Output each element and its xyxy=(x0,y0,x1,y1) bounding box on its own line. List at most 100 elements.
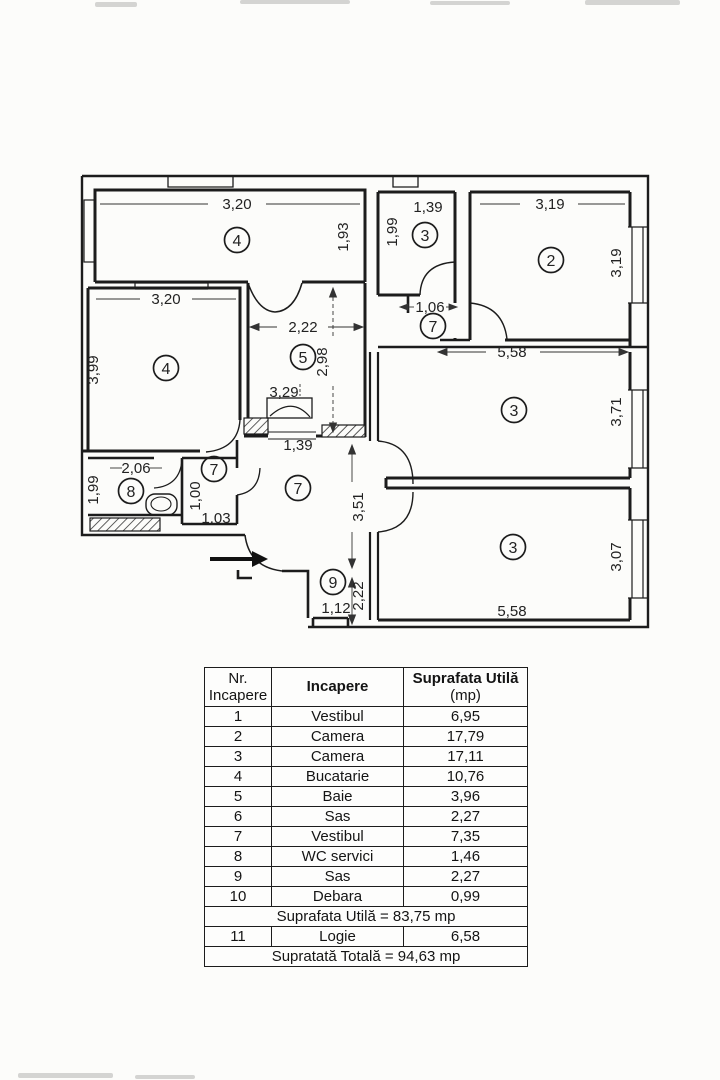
toilet-fixture xyxy=(145,493,178,516)
room-number: 2 xyxy=(547,253,556,270)
shaft-hatch-left xyxy=(243,417,269,435)
cell-name: Sas xyxy=(271,806,404,827)
baie-threshold xyxy=(268,431,316,440)
dim-label: 3,07 xyxy=(608,542,625,571)
cell-area: 6,95 xyxy=(403,706,528,727)
cell-area: 1,46 xyxy=(403,846,528,867)
room-number: 7 xyxy=(294,481,303,498)
total-area: Supratată Totală = 94,63 mp xyxy=(204,946,528,967)
window-camera3-lower xyxy=(628,519,647,599)
door-arc-camera2 xyxy=(469,302,508,340)
dim-label: 1,39 xyxy=(283,437,312,454)
header-suprafata: Suprafata Utilă (mp) xyxy=(403,667,528,707)
dim-label: 2,98 xyxy=(314,347,331,376)
scan-artifact xyxy=(585,0,680,5)
cell-nr: 2 xyxy=(204,726,272,747)
cell-name: Bucatarie xyxy=(271,766,404,787)
dimension-lines xyxy=(96,203,630,626)
wall-entrance xyxy=(236,569,350,627)
dim-label: 3,19 xyxy=(535,196,564,213)
cell-nr: 8 xyxy=(204,846,272,867)
cell-area: 17,79 xyxy=(403,726,528,747)
cell-name: Vestibul xyxy=(271,706,404,727)
entrance-arrow-icon xyxy=(210,551,268,567)
cell-name: Camera xyxy=(271,746,404,767)
door-arc-vestibul-small xyxy=(236,467,261,496)
cell-name: Sas xyxy=(271,866,404,887)
cell-name: Camera xyxy=(271,726,404,747)
cell-area: 2,27 xyxy=(403,806,528,827)
door-arc-sas-top xyxy=(419,261,456,296)
scan-artifact xyxy=(18,1073,113,1078)
outer-wall xyxy=(80,174,650,629)
table-row: 7 Vestibul 7,35 xyxy=(204,826,528,847)
scan-artifact xyxy=(430,1,510,5)
dim-label: 5,58 xyxy=(497,344,526,361)
table-row: 1 Vestibul 6,95 xyxy=(204,706,528,727)
dim-label: 3,19 xyxy=(608,248,625,277)
top-wall-connectors xyxy=(167,176,419,188)
cell-area: 7,35 xyxy=(403,826,528,847)
room-number: 8 xyxy=(127,484,136,501)
scan-artifact xyxy=(135,1075,195,1079)
table-row: 4 Bucatarie 10,76 xyxy=(204,766,528,787)
table-row: 11 Logie 6,58 xyxy=(204,926,528,947)
shaft-hatch-wc xyxy=(89,517,161,532)
dim-label: 3,51 xyxy=(350,492,367,521)
dim-label: 1,39 xyxy=(413,199,442,216)
cell-nr: 3 xyxy=(204,746,272,767)
dim-label: 5,58 xyxy=(497,603,526,620)
wall-camera3-upper xyxy=(384,352,632,490)
cell-area: 10,76 xyxy=(403,766,528,787)
room-number: 4 xyxy=(162,361,171,378)
cell-nr: 9 xyxy=(204,866,272,887)
table-row: 8 WC servici 1,46 xyxy=(204,846,528,867)
cell-nr: 11 xyxy=(204,926,272,947)
room-markers xyxy=(117,221,565,596)
wall-kitchen-lower xyxy=(82,286,242,453)
table-total-row: Supratată Totală = 94,63 mp xyxy=(204,946,528,967)
dim-label: 1,03 xyxy=(201,510,230,527)
room-number: 7 xyxy=(210,462,219,479)
table-row: 2 Camera 17,79 xyxy=(204,726,528,747)
cell-nr: 7 xyxy=(204,826,272,847)
dim-label: 1,06 xyxy=(415,299,444,316)
room-areas-table: Nr. Incapere Incapere Suprafata Utilă (m… xyxy=(204,667,528,967)
header-nr-incapere: Nr. Incapere xyxy=(204,667,272,707)
wall-camera2 xyxy=(468,190,632,347)
table-subtotal-row: Suprafata Utilă = 83,75 mp xyxy=(204,906,528,927)
cell-area: 6,58 xyxy=(403,926,528,947)
wall-corridor-rooms3 xyxy=(368,352,380,620)
cell-area: 17,11 xyxy=(403,746,528,767)
door-arc-entrance xyxy=(244,534,283,572)
door-arc-camera3-lower xyxy=(377,491,414,533)
cell-area: 2,27 xyxy=(403,866,528,887)
dim-label: 2,22 xyxy=(350,581,367,610)
wall-baie xyxy=(244,283,367,438)
scan-artifact xyxy=(95,2,137,7)
window-camera3-upper xyxy=(628,389,647,469)
cell-name: WC servici xyxy=(271,846,404,867)
table-row: 3 Camera 17,11 xyxy=(204,746,528,767)
header-incapere: Incapere xyxy=(271,667,404,707)
room-number: 5 xyxy=(299,350,308,367)
shaft-hatch-right xyxy=(321,424,366,438)
table-row: 5 Baie 3,96 xyxy=(204,786,528,807)
room-number: 3 xyxy=(421,228,430,245)
dim-label: 3,29 xyxy=(269,384,298,401)
dim-label: 3,99 xyxy=(85,355,102,384)
dim-label: 1,00 xyxy=(187,481,204,510)
dim-label: 3,20 xyxy=(222,196,251,213)
cell-name: Vestibul xyxy=(271,826,404,847)
room-marker-numbers: 4 3 2 4 5 7 3 7 8 7 3 9 xyxy=(127,228,556,592)
dim-label: 3,71 xyxy=(608,397,625,426)
dim-label: 2,22 xyxy=(288,319,317,336)
cell-nr: 1 xyxy=(204,706,272,727)
cell-name: Debara xyxy=(271,886,404,907)
cell-nr: 5 xyxy=(204,786,272,807)
cell-area: 0,99 xyxy=(403,886,528,907)
floor-plan: 3,20 1,39 3,19 3,20 2,22 1,06 5,58 3,29 … xyxy=(80,174,650,629)
dim-label: 1,93 xyxy=(335,222,352,251)
table-row: 6 Sas 2,27 xyxy=(204,806,528,827)
arch-kitchen-opening xyxy=(247,282,303,313)
